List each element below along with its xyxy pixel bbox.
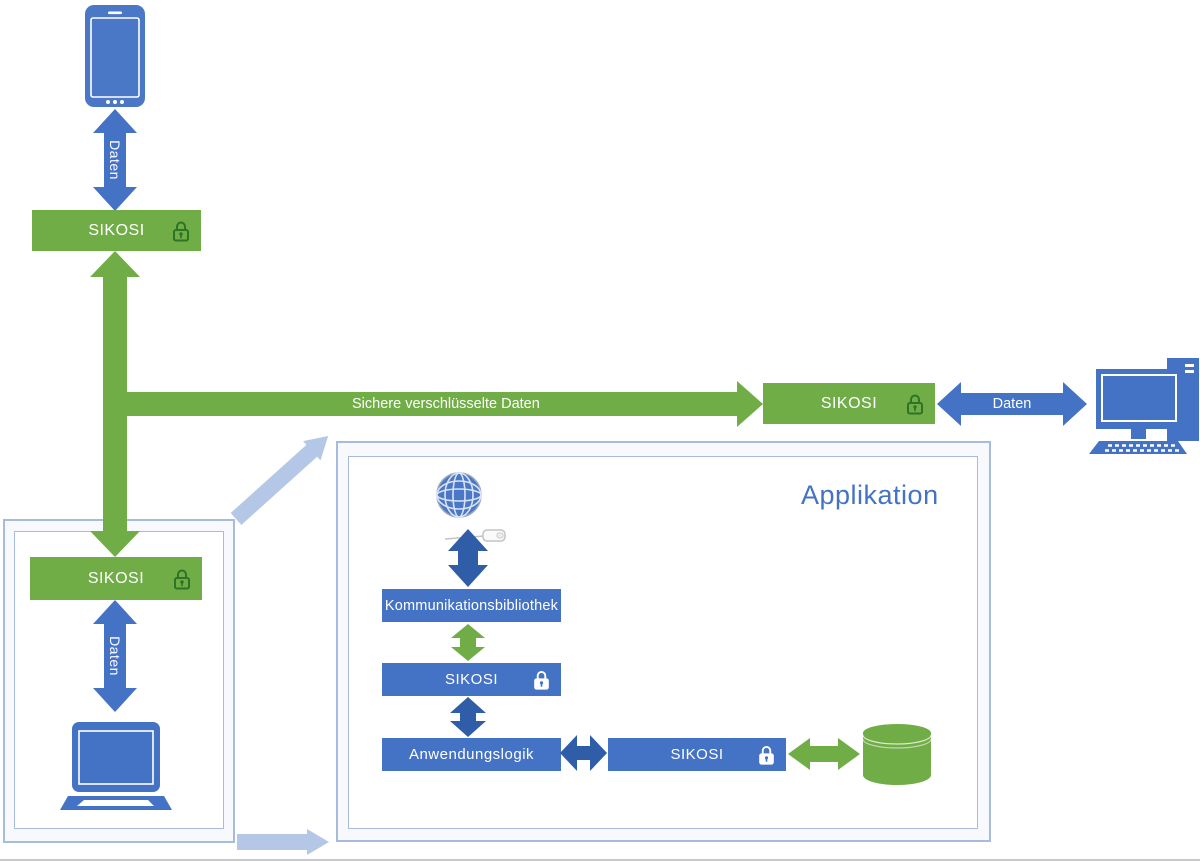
daten-arrow-mobile: Daten	[93, 109, 137, 211]
daten-label-desktop: Daten	[992, 396, 1032, 412]
window-bottom-edge	[0, 859, 1200, 861]
application-title: Applikation	[801, 480, 939, 510]
sikosi-label: SIKOSI	[444, 671, 499, 688]
app-logic-label: Anwendungslogik	[408, 746, 535, 763]
desktop-computer-icon	[1089, 358, 1199, 454]
sikosi-label: SIKOSI	[88, 221, 145, 239]
pointer-arrow-to-application-top	[227, 426, 337, 528]
daten-label-mobile: Daten	[107, 140, 123, 180]
app-logic-box: Anwendungslogik	[382, 738, 561, 771]
globe-network-icon	[436, 472, 506, 542]
secure-channel-label: Sichere verschlüsselte Daten	[352, 396, 540, 412]
sikosi-comm-box: SIKOSI	[382, 663, 561, 696]
sikosi-gateway-laptop: SIKOSI	[30, 557, 202, 600]
daten-arrow-desktop: Daten	[937, 382, 1087, 426]
lock-icon	[907, 394, 923, 414]
smartphone-icon	[85, 5, 145, 107]
sikosi-label: SIKOSI	[670, 746, 724, 763]
secure-channel-arrow: Sichere verschlüsselte Daten	[115, 381, 763, 427]
arrow-globe-commlib	[448, 529, 488, 587]
lock-icon	[759, 745, 774, 765]
sikosi-storage-box: SIKOSI	[608, 738, 786, 771]
arrow-sikosi-database	[788, 738, 860, 770]
arrow-commlib-sikosi	[451, 624, 485, 661]
lock-icon	[174, 569, 190, 589]
lock-icon	[534, 670, 549, 690]
sikosi-label: SIKOSI	[87, 569, 145, 587]
database-icon	[862, 724, 932, 785]
sikosi-gateway-mobile: SIKOSI	[32, 210, 201, 251]
lock-icon	[173, 221, 189, 241]
comm-library-label: Kommunikationsbibliothek	[384, 597, 559, 614]
daten-arrow-laptop: Daten	[93, 600, 137, 712]
arrow-sikosi-applogic	[450, 697, 486, 737]
pointer-arrow-to-application-bottom	[237, 829, 329, 855]
laptop-icon	[60, 722, 172, 810]
sikosi-gateway-desktop: SIKOSI	[763, 383, 935, 424]
daten-label-laptop: Daten	[107, 636, 123, 676]
arrow-applogic-sikosi2	[560, 735, 607, 771]
comm-library-box: Kommunikationsbibliothek	[382, 589, 561, 622]
sikosi-label: SIKOSI	[820, 394, 878, 412]
